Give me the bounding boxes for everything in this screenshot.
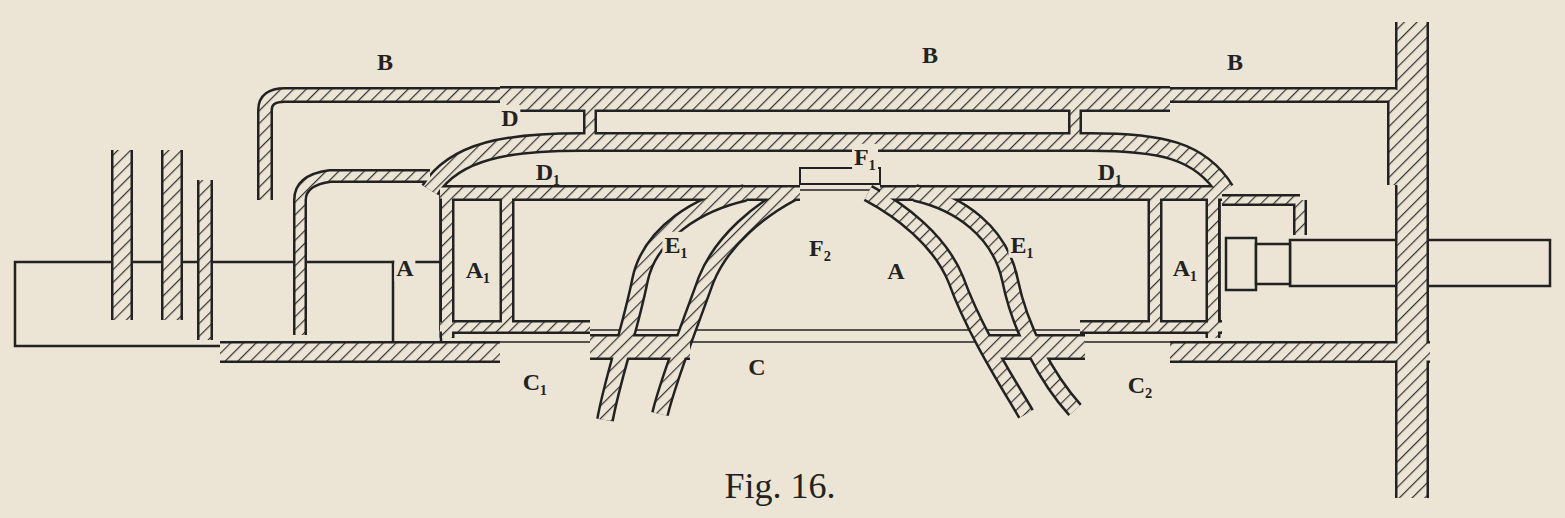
part-label: C₂: [1126, 372, 1155, 398]
part-label: A: [885, 258, 906, 284]
figure-caption: Fig. 16.: [724, 465, 835, 507]
part-label: A: [394, 255, 415, 281]
part-label: D: [499, 105, 520, 131]
part-label: C₁: [521, 369, 550, 395]
part-label: C: [746, 354, 767, 380]
part-label: D₁: [534, 159, 563, 185]
part-label: A₁: [1171, 255, 1200, 281]
part-label: E₁: [1008, 232, 1035, 258]
part-label: B: [1225, 49, 1245, 75]
part-label: D₁: [1096, 159, 1125, 185]
part-label: F₂: [807, 235, 833, 261]
part-label: B: [375, 49, 395, 75]
part-label: E₁: [662, 232, 689, 258]
part-label: A₁: [464, 257, 493, 283]
part-label: F₁: [852, 144, 878, 170]
part-label: B: [920, 42, 940, 68]
